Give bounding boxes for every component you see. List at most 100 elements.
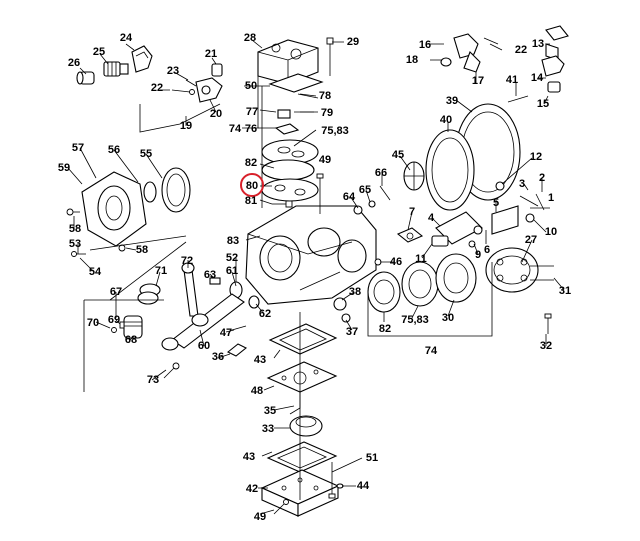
callout-66[interactable]: 66 xyxy=(375,167,387,179)
part-48-plate xyxy=(266,361,338,393)
callout-28[interactable]: 28 xyxy=(244,32,256,44)
callout-4[interactable]: 4 xyxy=(428,212,435,224)
part-2-screw xyxy=(535,193,545,211)
callout-82-top[interactable]: 82 xyxy=(245,157,257,169)
callout-30[interactable]: 30 xyxy=(442,312,454,324)
callout-46[interactable]: 46 xyxy=(390,256,402,268)
callout-11[interactable]: 11 xyxy=(415,253,427,265)
callout-22-top-left[interactable]: 22 xyxy=(151,82,163,94)
callout-69[interactable]: 69 xyxy=(108,314,120,326)
part-29-bolt xyxy=(326,37,334,76)
callout-53[interactable]: 53 xyxy=(69,238,81,250)
callout-24[interactable]: 24 xyxy=(120,32,133,44)
callout-13[interactable]: 13 xyxy=(532,38,544,50)
callout-74-bottom[interactable]: 74 xyxy=(425,345,438,357)
callout-54[interactable]: 54 xyxy=(89,266,102,278)
callout-16[interactable]: 16 xyxy=(419,39,431,51)
callout-75-83-bottom[interactable]: 75,83 xyxy=(401,314,429,326)
callout-77[interactable]: 77 xyxy=(246,106,258,118)
callout-68[interactable]: 68 xyxy=(125,334,137,346)
callout-32[interactable]: 32 xyxy=(540,340,552,352)
callout-31[interactable]: 31 xyxy=(559,285,571,297)
callout-10[interactable]: 10 xyxy=(545,226,557,238)
callout-56[interactable]: 56 xyxy=(108,144,120,156)
callout-67[interactable]: 67 xyxy=(110,286,122,298)
callout-22-top-right[interactable]: 22 xyxy=(515,44,527,56)
callout-20[interactable]: 20 xyxy=(210,108,222,120)
callout-83[interactable]: 83 xyxy=(227,235,239,247)
callout-7[interactable]: 7 xyxy=(409,206,415,218)
callout-48[interactable]: 48 xyxy=(251,385,263,397)
callout-37[interactable]: 37 xyxy=(346,326,358,338)
callout-17[interactable]: 17 xyxy=(472,75,484,87)
callout-49-top[interactable]: 49 xyxy=(319,154,331,166)
callout-80[interactable]: 80 xyxy=(246,180,258,192)
callout-6[interactable]: 6 xyxy=(484,244,490,256)
callout-57[interactable]: 57 xyxy=(72,142,84,154)
callout-36[interactable]: 36 xyxy=(212,351,224,363)
callout-43-lower[interactable]: 43 xyxy=(243,451,255,463)
callout-72[interactable]: 72 xyxy=(181,255,193,267)
callout-61[interactable]: 61 xyxy=(226,265,238,277)
callout-49-bottom[interactable]: 49 xyxy=(254,511,266,523)
part-35-screen xyxy=(289,392,301,415)
callout-64[interactable]: 64 xyxy=(343,191,356,203)
callout-5[interactable]: 5 xyxy=(493,197,499,209)
part-36-bracket xyxy=(226,343,248,357)
callout-38[interactable]: 38 xyxy=(349,286,361,298)
callout-50[interactable]: 50 xyxy=(245,80,257,92)
callout-71[interactable]: 71 xyxy=(155,265,167,277)
callout-15[interactable]: 15 xyxy=(537,98,549,110)
callout-12[interactable]: 12 xyxy=(530,151,542,163)
callout-70[interactable]: 70 xyxy=(87,317,99,329)
part-66-screw xyxy=(379,185,391,201)
callout-59[interactable]: 59 xyxy=(58,162,70,174)
callout-79[interactable]: 79 xyxy=(321,107,333,119)
callout-43-upper[interactable]: 43 xyxy=(254,354,266,366)
callout-26[interactable]: 26 xyxy=(68,57,80,69)
callout-3[interactable]: 3 xyxy=(519,178,525,190)
callout-82-bottom[interactable]: 82 xyxy=(379,323,391,335)
callout-58-right[interactable]: 58 xyxy=(136,244,148,256)
callout-62[interactable]: 62 xyxy=(259,308,271,320)
callout-39[interactable]: 39 xyxy=(446,95,458,107)
callout-42[interactable]: 42 xyxy=(246,483,258,495)
callout-33[interactable]: 33 xyxy=(262,423,274,435)
callout-81[interactable]: 81 xyxy=(245,195,257,207)
callout-14[interactable]: 14 xyxy=(531,72,544,84)
callout-25[interactable]: 25 xyxy=(93,46,105,58)
callout-35[interactable]: 35 xyxy=(264,405,276,417)
callout-47[interactable]: 47 xyxy=(220,327,232,339)
part-23-screw xyxy=(185,79,197,87)
callout-21[interactable]: 21 xyxy=(205,48,217,60)
callout-27[interactable]: 27 xyxy=(525,234,537,246)
part-11-plug xyxy=(431,235,449,247)
callout-40[interactable]: 40 xyxy=(440,114,452,126)
callout-74-top[interactable]: 74 xyxy=(229,123,242,135)
callout-45[interactable]: 45 xyxy=(392,149,404,161)
callout-65[interactable]: 65 xyxy=(359,184,371,196)
callout-55[interactable]: 55 xyxy=(140,148,152,160)
callout-63[interactable]: 63 xyxy=(204,269,216,281)
callout-78[interactable]: 78 xyxy=(319,90,331,102)
callout-44[interactable]: 44 xyxy=(357,480,370,492)
callout-76[interactable]: 76 xyxy=(245,123,257,135)
callout-1[interactable]: 1 xyxy=(548,192,554,204)
callout-73[interactable]: 73 xyxy=(147,374,159,386)
callout-60[interactable]: 60 xyxy=(198,340,210,352)
callout-23[interactable]: 23 xyxy=(167,65,179,77)
callout-18[interactable]: 18 xyxy=(406,54,418,66)
callout-19[interactable]: 19 xyxy=(180,120,192,132)
callout-52[interactable]: 52 xyxy=(226,252,238,264)
callout-58-left[interactable]: 58 xyxy=(69,223,81,235)
part-26-cap xyxy=(76,71,95,85)
callout-9[interactable]: 9 xyxy=(475,249,481,261)
part-60-crankshaft xyxy=(161,293,245,351)
callout-75-83-top[interactable]: 75,83 xyxy=(321,125,349,137)
callout-29[interactable]: 29 xyxy=(347,36,359,48)
callout-51[interactable]: 51 xyxy=(366,452,378,464)
part-22-screw-b xyxy=(483,37,499,45)
callout-2[interactable]: 2 xyxy=(539,172,545,184)
callout-41[interactable]: 41 xyxy=(506,74,518,86)
part-50-gasket xyxy=(268,73,324,93)
